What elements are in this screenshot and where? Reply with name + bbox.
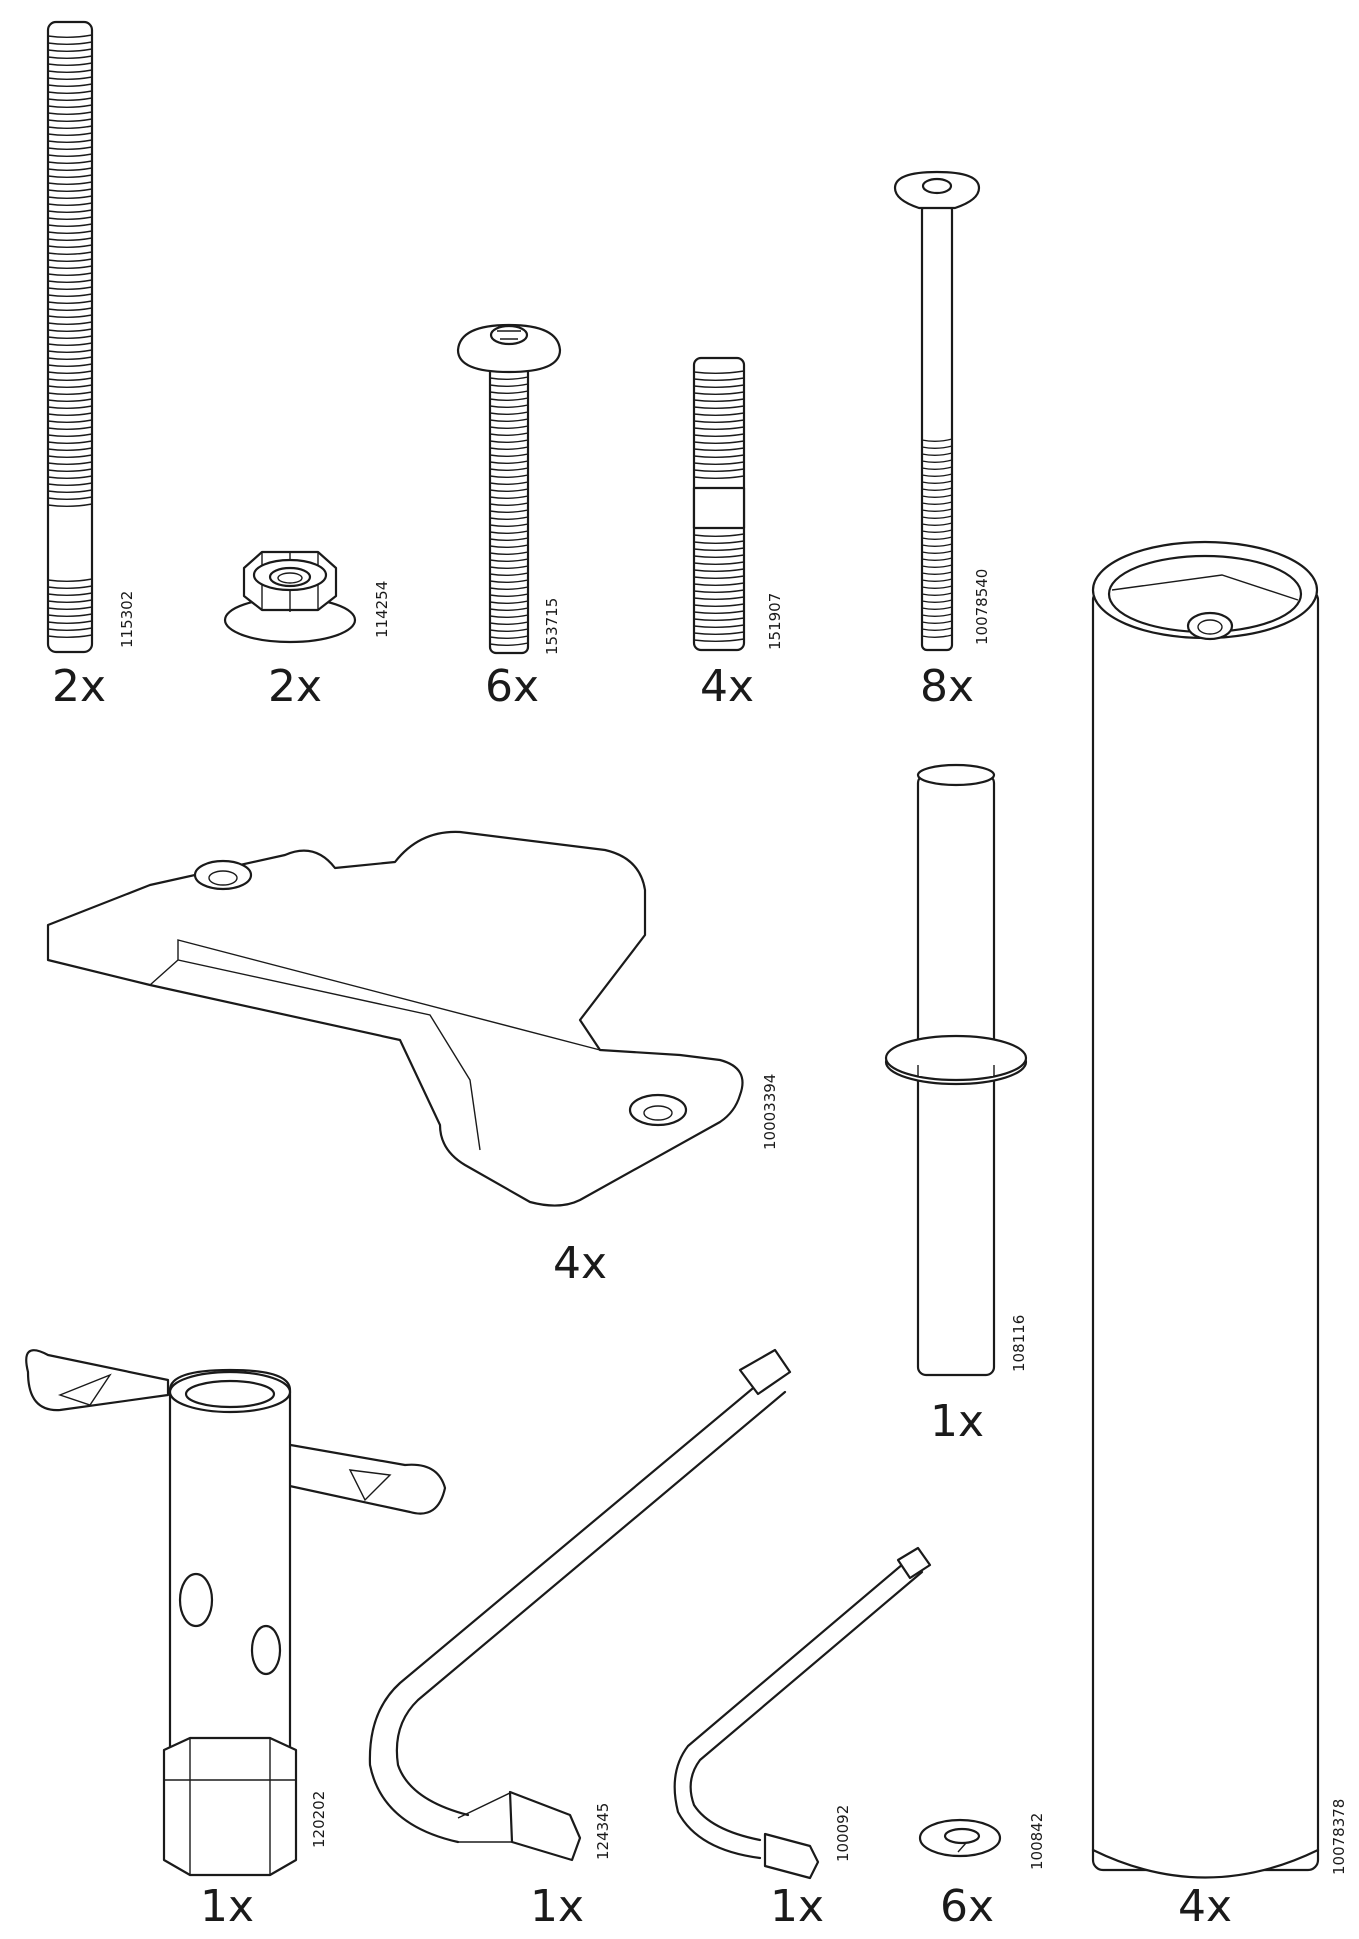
dome-head-bolt-drawing <box>456 323 562 655</box>
code-threaded-rod-long: 115302 <box>118 590 136 648</box>
qty-bracket-plate: 4x <box>553 1238 608 1289</box>
code-dowel-pin: 108116 <box>1010 1314 1028 1372</box>
stud-bolt-short-drawing <box>692 356 746 652</box>
qty-dowel-pin: 1x <box>930 1396 985 1447</box>
qty-dome-head-bolt: 6x <box>485 661 540 712</box>
qty-countersunk-bolt: 8x <box>920 661 975 712</box>
qty-stud-bolt-short: 4x <box>700 661 755 712</box>
code-flange-nut: 114254 <box>373 580 391 638</box>
flange-nut-drawing <box>223 550 357 644</box>
spring-washer-drawing <box>918 1818 1002 1858</box>
code-dome-head-bolt: 153715 <box>543 597 561 655</box>
code-allen-key-large: 124345 <box>594 1802 612 1860</box>
table-leg-drawing <box>1091 540 1320 1879</box>
allen-key-small-drawing <box>673 1546 932 1880</box>
qty-threaded-rod-long: 2x <box>52 661 107 712</box>
countersunk-bolt-drawing <box>893 170 981 652</box>
code-box-wrench: 120202 <box>310 1790 328 1848</box>
qty-allen-key-large: 1x <box>530 1881 585 1932</box>
code-countersunk-bolt: 10078540 <box>973 568 991 645</box>
allen-key-large-drawing <box>368 1348 792 1862</box>
code-spring-washer: 100842 <box>1028 1812 1046 1870</box>
qty-allen-key-small: 1x <box>770 1881 825 1932</box>
bracket-plate-drawing <box>46 830 744 1207</box>
qty-box-wrench: 1x <box>200 1881 255 1932</box>
code-allen-key-small: 100092 <box>834 1804 852 1862</box>
code-bracket-plate: 10003394 <box>761 1073 779 1150</box>
threaded-rod-long-drawing <box>46 20 94 654</box>
dowel-pin-drawing <box>884 763 1028 1377</box>
qty-flange-nut: 2x <box>268 661 323 712</box>
qty-table-leg: 4x <box>1178 1881 1233 1932</box>
code-table-leg: 10078378 <box>1330 1798 1348 1875</box>
code-stud-bolt-short: 151907 <box>766 592 784 650</box>
qty-spring-washer: 6x <box>940 1881 995 1932</box>
box-wrench-drawing <box>25 1349 447 1877</box>
